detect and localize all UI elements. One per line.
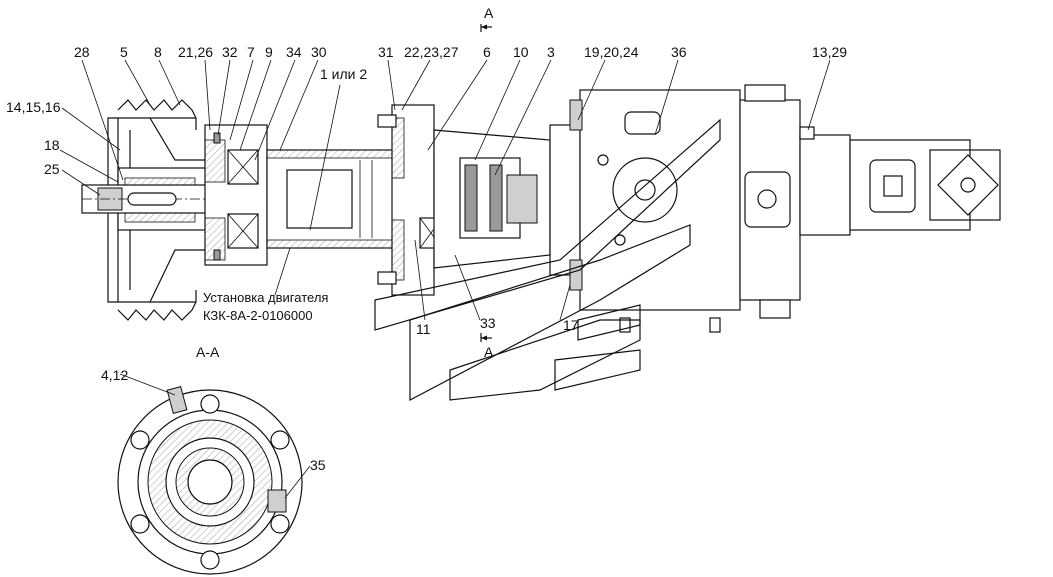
engine-note-line1: Установка двигателя [203,290,328,305]
callout-3: 3 [547,44,555,60]
section-aa-title: А-А [196,344,220,360]
leader-lines [59,59,831,499]
engine-note-line2: КЗК-8А-2-0106000 [203,308,313,323]
callout-13-29: 13,29 [812,44,847,60]
callout-25: 25 [44,161,60,177]
callout-28: 28 [74,44,90,60]
callout-4-12: 4,12 [101,367,128,383]
callout-36: 36 [671,44,687,60]
callout-14-15-16: 14,15,16 [6,99,61,115]
callout-30: 30 [311,44,327,60]
callout-35: 35 [310,457,326,473]
callout-18: 18 [44,137,60,153]
engine-installation-note: Установка двигателя КЗК-8А-2-0106000 [203,290,328,323]
callout-7: 7 [247,44,255,60]
callout-34: 34 [286,44,302,60]
callout-17: 17 [563,317,579,333]
spacer-tube [266,149,398,249]
section-marker-top: А [480,5,494,32]
section-letter-bottom: А [484,344,494,360]
callout-11: 11 [416,321,431,337]
callout-8: 8 [154,44,162,60]
section-plane-outline [374,118,721,401]
pump-body [549,84,1001,333]
callout-33: 33 [480,315,496,331]
callout-1-or-2: 1 или 2 [320,66,367,82]
callout-31: 31 [378,44,394,60]
section-aa-view [117,385,303,575]
callout-9: 9 [265,44,273,60]
callout-6: 6 [483,44,491,60]
coupling-housing [433,129,551,269]
section-marker-bottom: А [480,333,494,360]
callout-21-26: 21,26 [178,44,213,60]
bearing-housing [204,124,268,266]
callout-10: 10 [513,44,529,60]
callout-22-23-27: 22,23,27 [404,44,459,60]
section-letter-top: А [484,5,494,21]
callout-19-20-24: 19,20,24 [584,44,639,60]
callout-5: 5 [120,44,128,60]
callout-labels: 28 5 8 21,26 32 7 9 34 30 1 или 2 31 22,… [6,44,847,473]
callout-32: 32 [222,44,238,60]
